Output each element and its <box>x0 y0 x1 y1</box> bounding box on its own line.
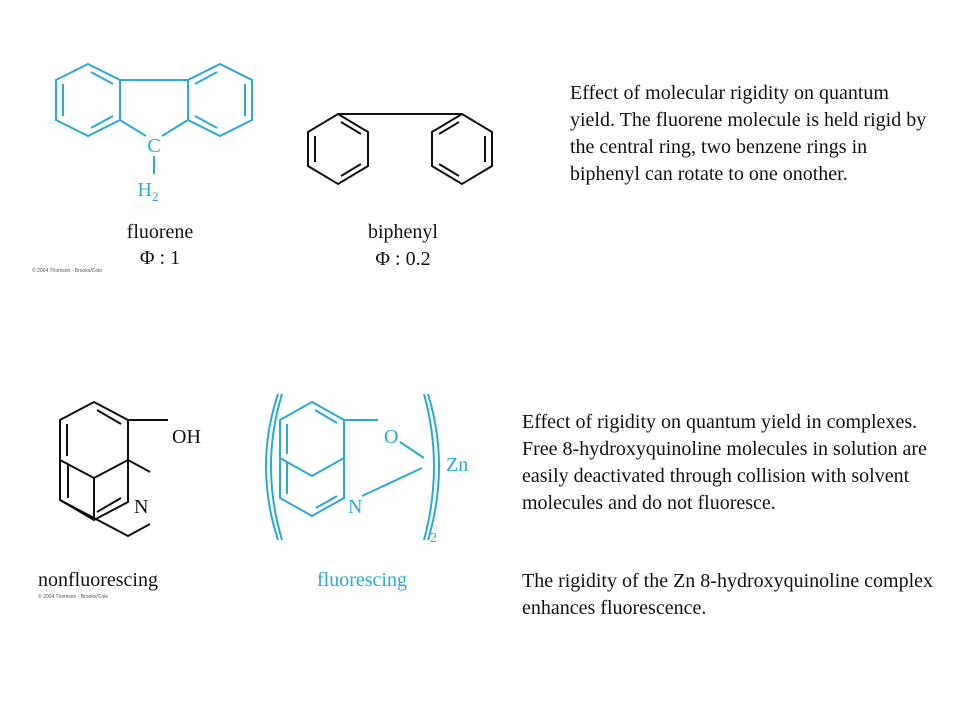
complex-rigidity-description: Effect of rigidity on quantum yield in c… <box>522 411 927 514</box>
fluorene-quantum-yield: Φ : 1 <box>140 247 180 269</box>
biphenyl-name: biphenyl <box>368 221 438 243</box>
complex-oxygen-label: O <box>384 426 398 448</box>
top-copyright: © 2004 Thomson - Brooks/Cole <box>32 267 102 274</box>
fluorene-structure: C H2 fluorene Φ : 1 © 2004 Thomson - Bro… <box>32 62 253 274</box>
zinc-label: Zn <box>446 454 468 476</box>
bottom-copyright: © 2004 Thomson - Brooks/Cole <box>38 593 108 600</box>
quinoline-nitrogen-label: N <box>134 496 148 518</box>
zinc-complex-structure: O N Zn 2 fluorescing <box>265 393 468 591</box>
fluorene-carbon-label: C <box>147 135 160 157</box>
complex-nitrogen-label: N <box>348 496 362 518</box>
hydroxyl-label: OH <box>172 426 201 448</box>
biphenyl-structure: biphenyl Φ : 0.2 <box>307 112 493 270</box>
fluorescing-label: fluorescing <box>317 569 407 591</box>
hydroxyquinoline-structure: OH N nonfluorescing © 2004 Thomson - Bro… <box>38 400 201 600</box>
complex-subscript-label: 2 <box>430 531 437 546</box>
biphenyl-quantum-yield: Φ : 0.2 <box>375 248 430 270</box>
fluorene-name: fluorene <box>127 221 194 243</box>
zinc-complex-description: The rigidity of the Zn 8-hydroxyquinolin… <box>522 570 934 619</box>
fluorene-h2-label: H2 <box>138 179 159 204</box>
rigidity-description: Effect of molecular rigidity on quantum … <box>570 82 927 185</box>
nonfluorescing-label: nonfluorescing <box>38 569 158 591</box>
